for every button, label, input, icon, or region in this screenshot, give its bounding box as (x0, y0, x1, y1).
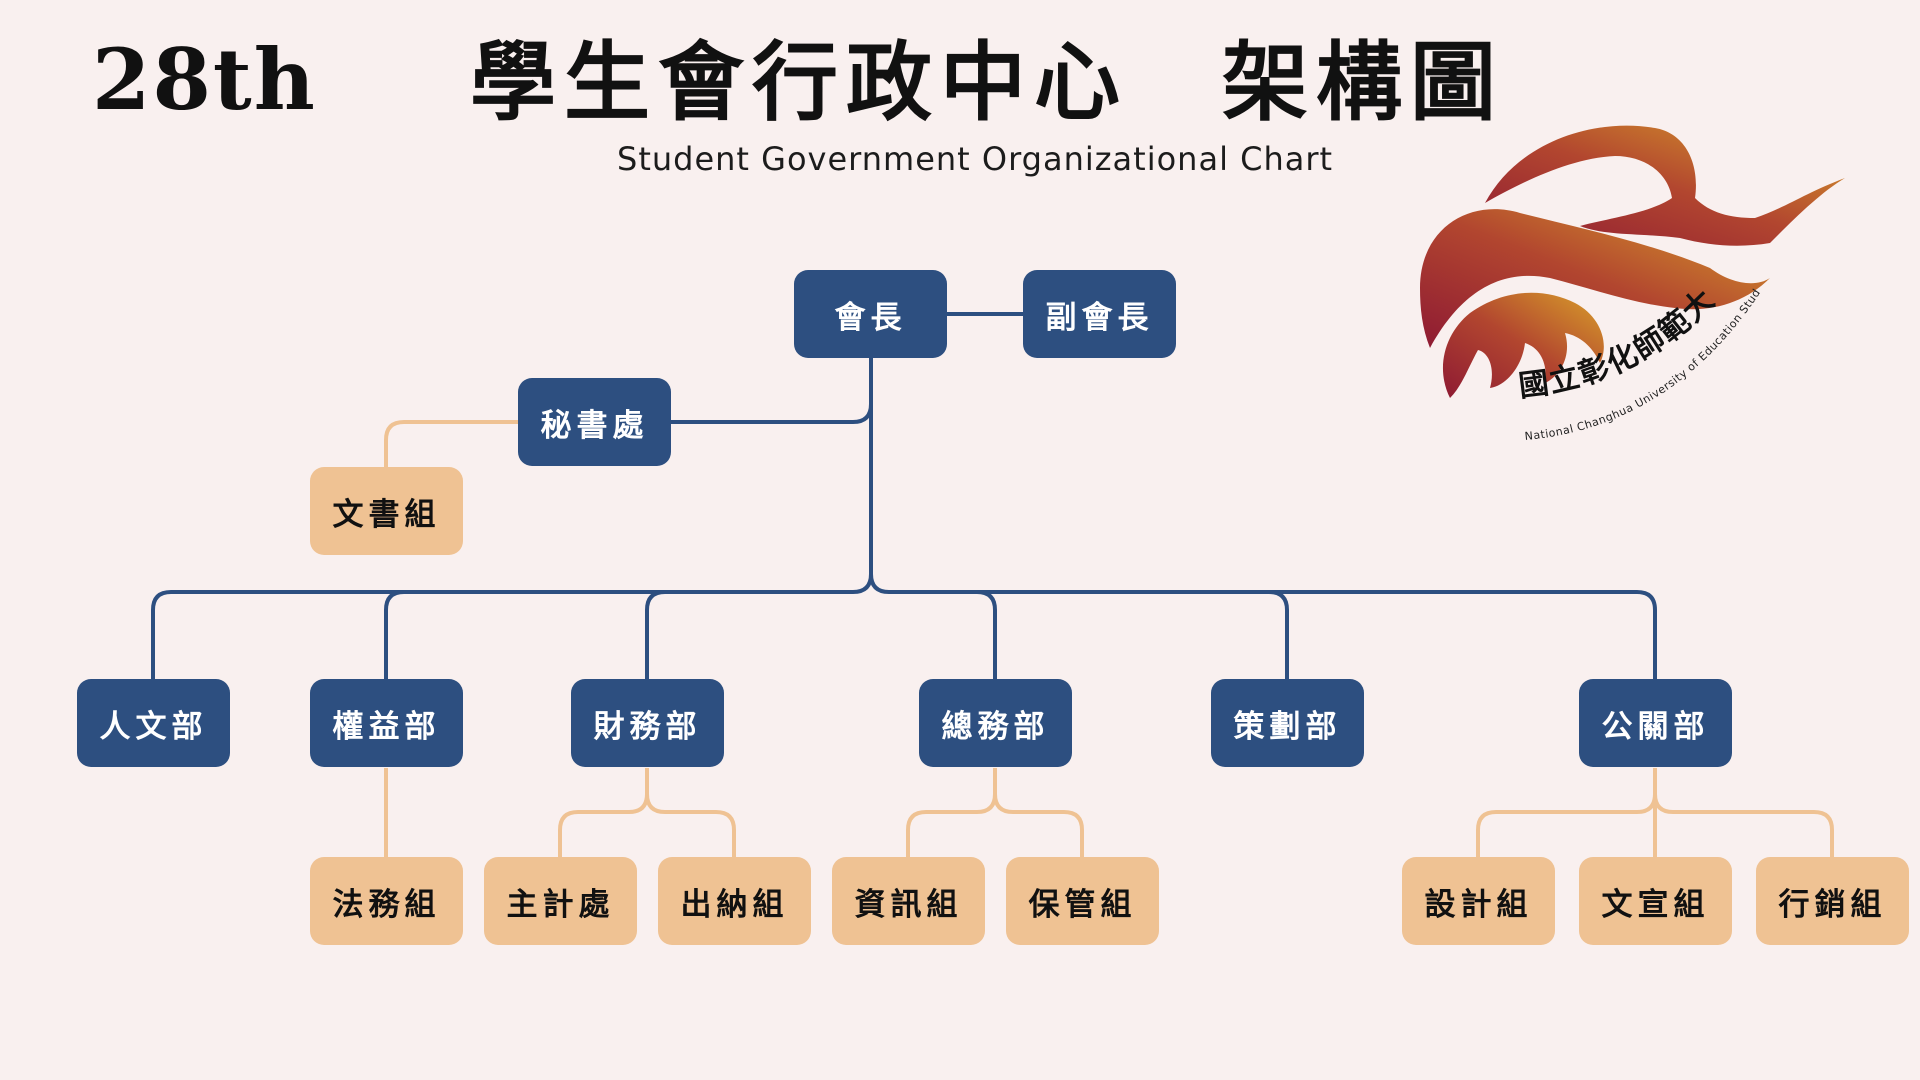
node-custody-group-label: 保管組 (1028, 886, 1137, 923)
node-information-group-label: 資訊組 (854, 886, 963, 923)
page-title: 學生會行政中心 架構圖 (470, 32, 1504, 133)
node-rights-dept-label: 權益部 (332, 708, 441, 745)
node-cashier-group-label: 出納組 (680, 886, 789, 923)
phoenix-wing-lower (1420, 209, 1770, 348)
node-legal-group-label: 法務組 (332, 886, 441, 923)
node-president: 會長 (794, 270, 947, 358)
node-rights-dept: 權益部 (310, 679, 463, 767)
node-secretariat-label: 秘書處 (540, 407, 649, 444)
student-association-logo: 國立彰化師範大學學生會 National Changhua University… (1394, 91, 1880, 474)
line-general-affairs (976, 590, 997, 680)
node-publicity-group: 文宣組 (1579, 857, 1732, 945)
node-marketing-group-label: 行銷組 (1778, 886, 1887, 923)
node-accounting-office-label: 主計處 (506, 886, 615, 923)
node-design-group: 設計組 (1402, 857, 1555, 945)
edition-label: 28th (92, 30, 317, 129)
phoenix-tail (1442, 292, 1604, 398)
node-president-label: 會長 (834, 299, 907, 336)
page-subtitle: Student Government Organizational Chart (617, 140, 1334, 178)
line-planning (1268, 590, 1289, 680)
node-accounting-office: 主計處 (484, 857, 637, 945)
node-public-relations-dept: 公關部 (1579, 679, 1732, 767)
node-planning-dept: 策劃部 (1211, 679, 1364, 767)
node-finance-dept-label: 財務部 (593, 708, 702, 745)
line-general-groups (906, 768, 1084, 858)
node-vice-president-label: 副會長 (1045, 299, 1154, 336)
node-humanities-dept: 人文部 (77, 679, 230, 767)
node-marketing-group: 行銷組 (1756, 857, 1909, 945)
node-information-group: 資訊組 (832, 857, 985, 945)
node-cashier-group: 出納組 (658, 857, 811, 945)
line-pr-groups (1476, 768, 1834, 858)
node-vice-president: 副會長 (1023, 270, 1176, 358)
node-finance-dept: 財務部 (571, 679, 724, 767)
node-planning-dept-label: 策劃部 (1233, 708, 1342, 745)
line-bus-right (869, 573, 1657, 680)
node-public-relations-dept-label: 公關部 (1601, 708, 1710, 745)
line-secretariat-documents (384, 420, 519, 468)
line-bus-left (151, 573, 873, 680)
phoenix-icon: 國立彰化師範大學學生會 National Changhua University… (1394, 91, 1845, 443)
line-finance (645, 590, 666, 680)
line-president-secretariat (671, 358, 873, 424)
node-secretariat: 秘書處 (518, 378, 671, 466)
line-rights (384, 590, 405, 680)
line-finance-groups (558, 768, 736, 858)
node-custody-group: 保管組 (1006, 857, 1159, 945)
node-design-group-label: 設計組 (1424, 886, 1533, 923)
node-documents-group: 文書組 (310, 467, 463, 555)
node-legal-group: 法務組 (310, 857, 463, 945)
node-general-affairs-dept: 總務部 (919, 679, 1072, 767)
node-general-affairs-dept-label: 總務部 (941, 708, 1050, 745)
phoenix-wing-upper (1485, 125, 1845, 246)
node-documents-group-label: 文書組 (332, 496, 441, 533)
node-humanities-dept-label: 人文部 (99, 708, 208, 745)
node-publicity-group-label: 文宣組 (1601, 886, 1710, 923)
